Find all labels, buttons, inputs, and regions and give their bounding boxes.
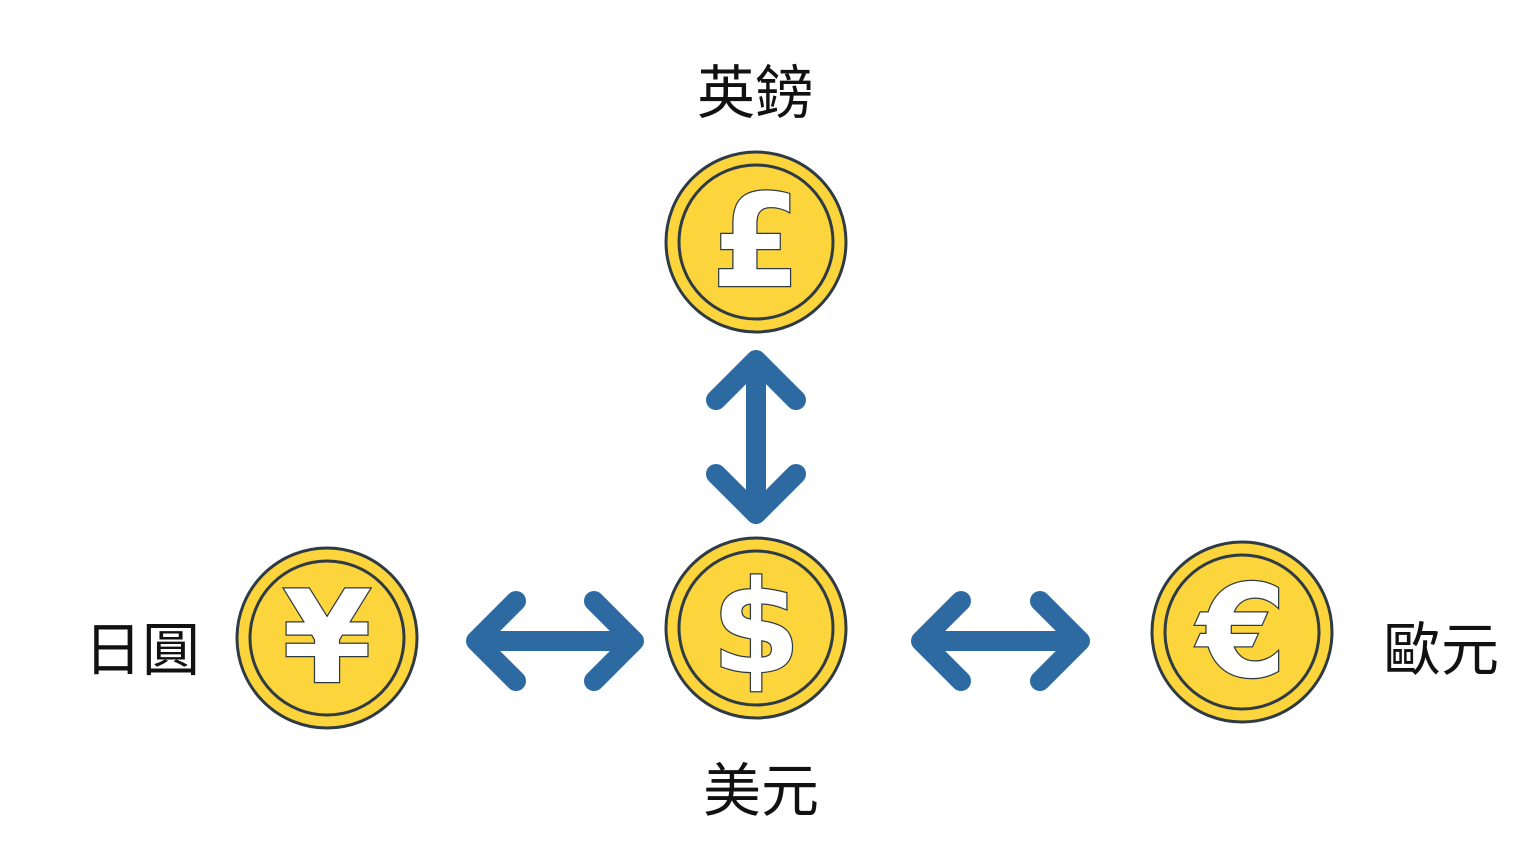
dollar-coin-icon: $ bbox=[664, 536, 848, 720]
euro-label: 歐元 bbox=[1383, 616, 1500, 684]
arrow-dollar-euro bbox=[911, 591, 1090, 691]
arrow-dollar-pound bbox=[706, 350, 806, 524]
euro-symbol: € bbox=[1194, 558, 1286, 707]
yen-symbol: ¥ bbox=[282, 564, 371, 713]
dollar-label: 美元 bbox=[703, 757, 820, 825]
yen-coin-icon: ¥ bbox=[235, 546, 419, 730]
dollar-symbol: $ bbox=[711, 554, 800, 703]
pound-coin-icon: £ bbox=[664, 150, 848, 334]
yen-label: 日圓 bbox=[84, 616, 201, 684]
pound-symbol: £ bbox=[711, 168, 800, 317]
euro-coin-icon: € bbox=[1150, 540, 1334, 724]
arrow-dollar-yen bbox=[466, 591, 644, 691]
pound-label: 英鎊 bbox=[697, 59, 814, 127]
